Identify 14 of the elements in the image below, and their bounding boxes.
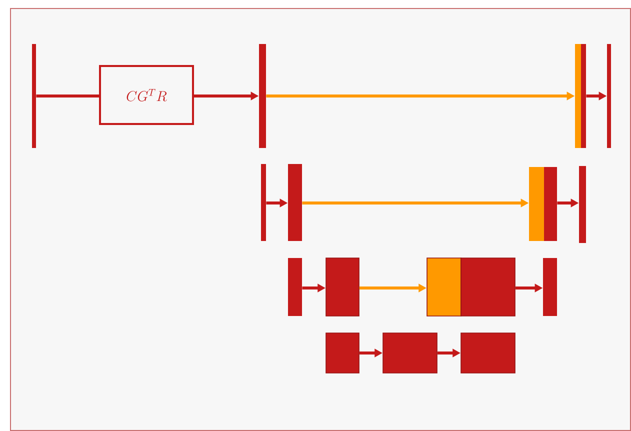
block <box>382 332 438 374</box>
formula-box: $CG^{T}R$ <box>99 65 194 125</box>
bar <box>607 44 611 148</box>
connector-line <box>36 94 99 98</box>
bar <box>581 44 586 148</box>
block <box>326 332 360 374</box>
block <box>460 258 516 316</box>
block <box>460 332 516 374</box>
block <box>426 258 462 316</box>
bar <box>288 258 302 316</box>
bar <box>32 44 36 148</box>
block <box>326 258 360 316</box>
bar <box>261 164 266 241</box>
bar <box>544 167 557 241</box>
